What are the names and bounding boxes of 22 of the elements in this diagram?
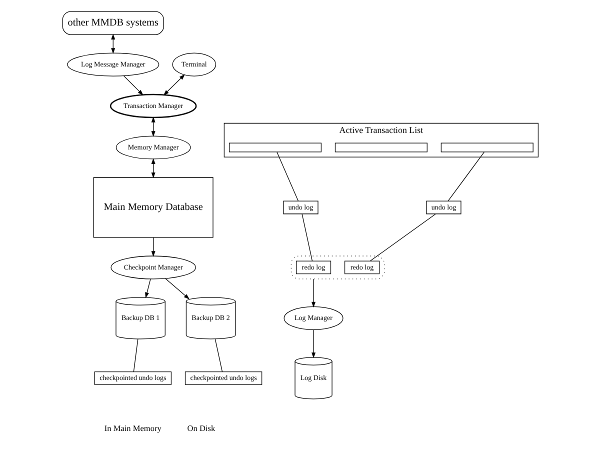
cluster — [290, 255, 384, 279]
arrow — [311, 329, 316, 358]
arrow — [110, 33, 115, 54]
arrow — [150, 116, 155, 136]
arrow — [150, 236, 155, 256]
arrow — [164, 278, 190, 299]
arrow — [144, 278, 150, 298]
arrow — [122, 74, 143, 95]
node-box — [228, 142, 321, 152]
connector — [301, 213, 312, 261]
connector — [447, 151, 484, 201]
connector — [214, 338, 222, 372]
node-box: Main Memory Database — [92, 176, 213, 238]
arrow — [311, 278, 316, 308]
node-box: other MMDB systems — [62, 10, 164, 34]
connector — [132, 338, 138, 372]
node-box — [334, 142, 427, 152]
connector — [369, 213, 436, 261]
arrow — [162, 74, 184, 96]
node-box — [440, 142, 533, 152]
cluster: Active Transaction List — [223, 122, 538, 157]
connector — [276, 151, 298, 201]
